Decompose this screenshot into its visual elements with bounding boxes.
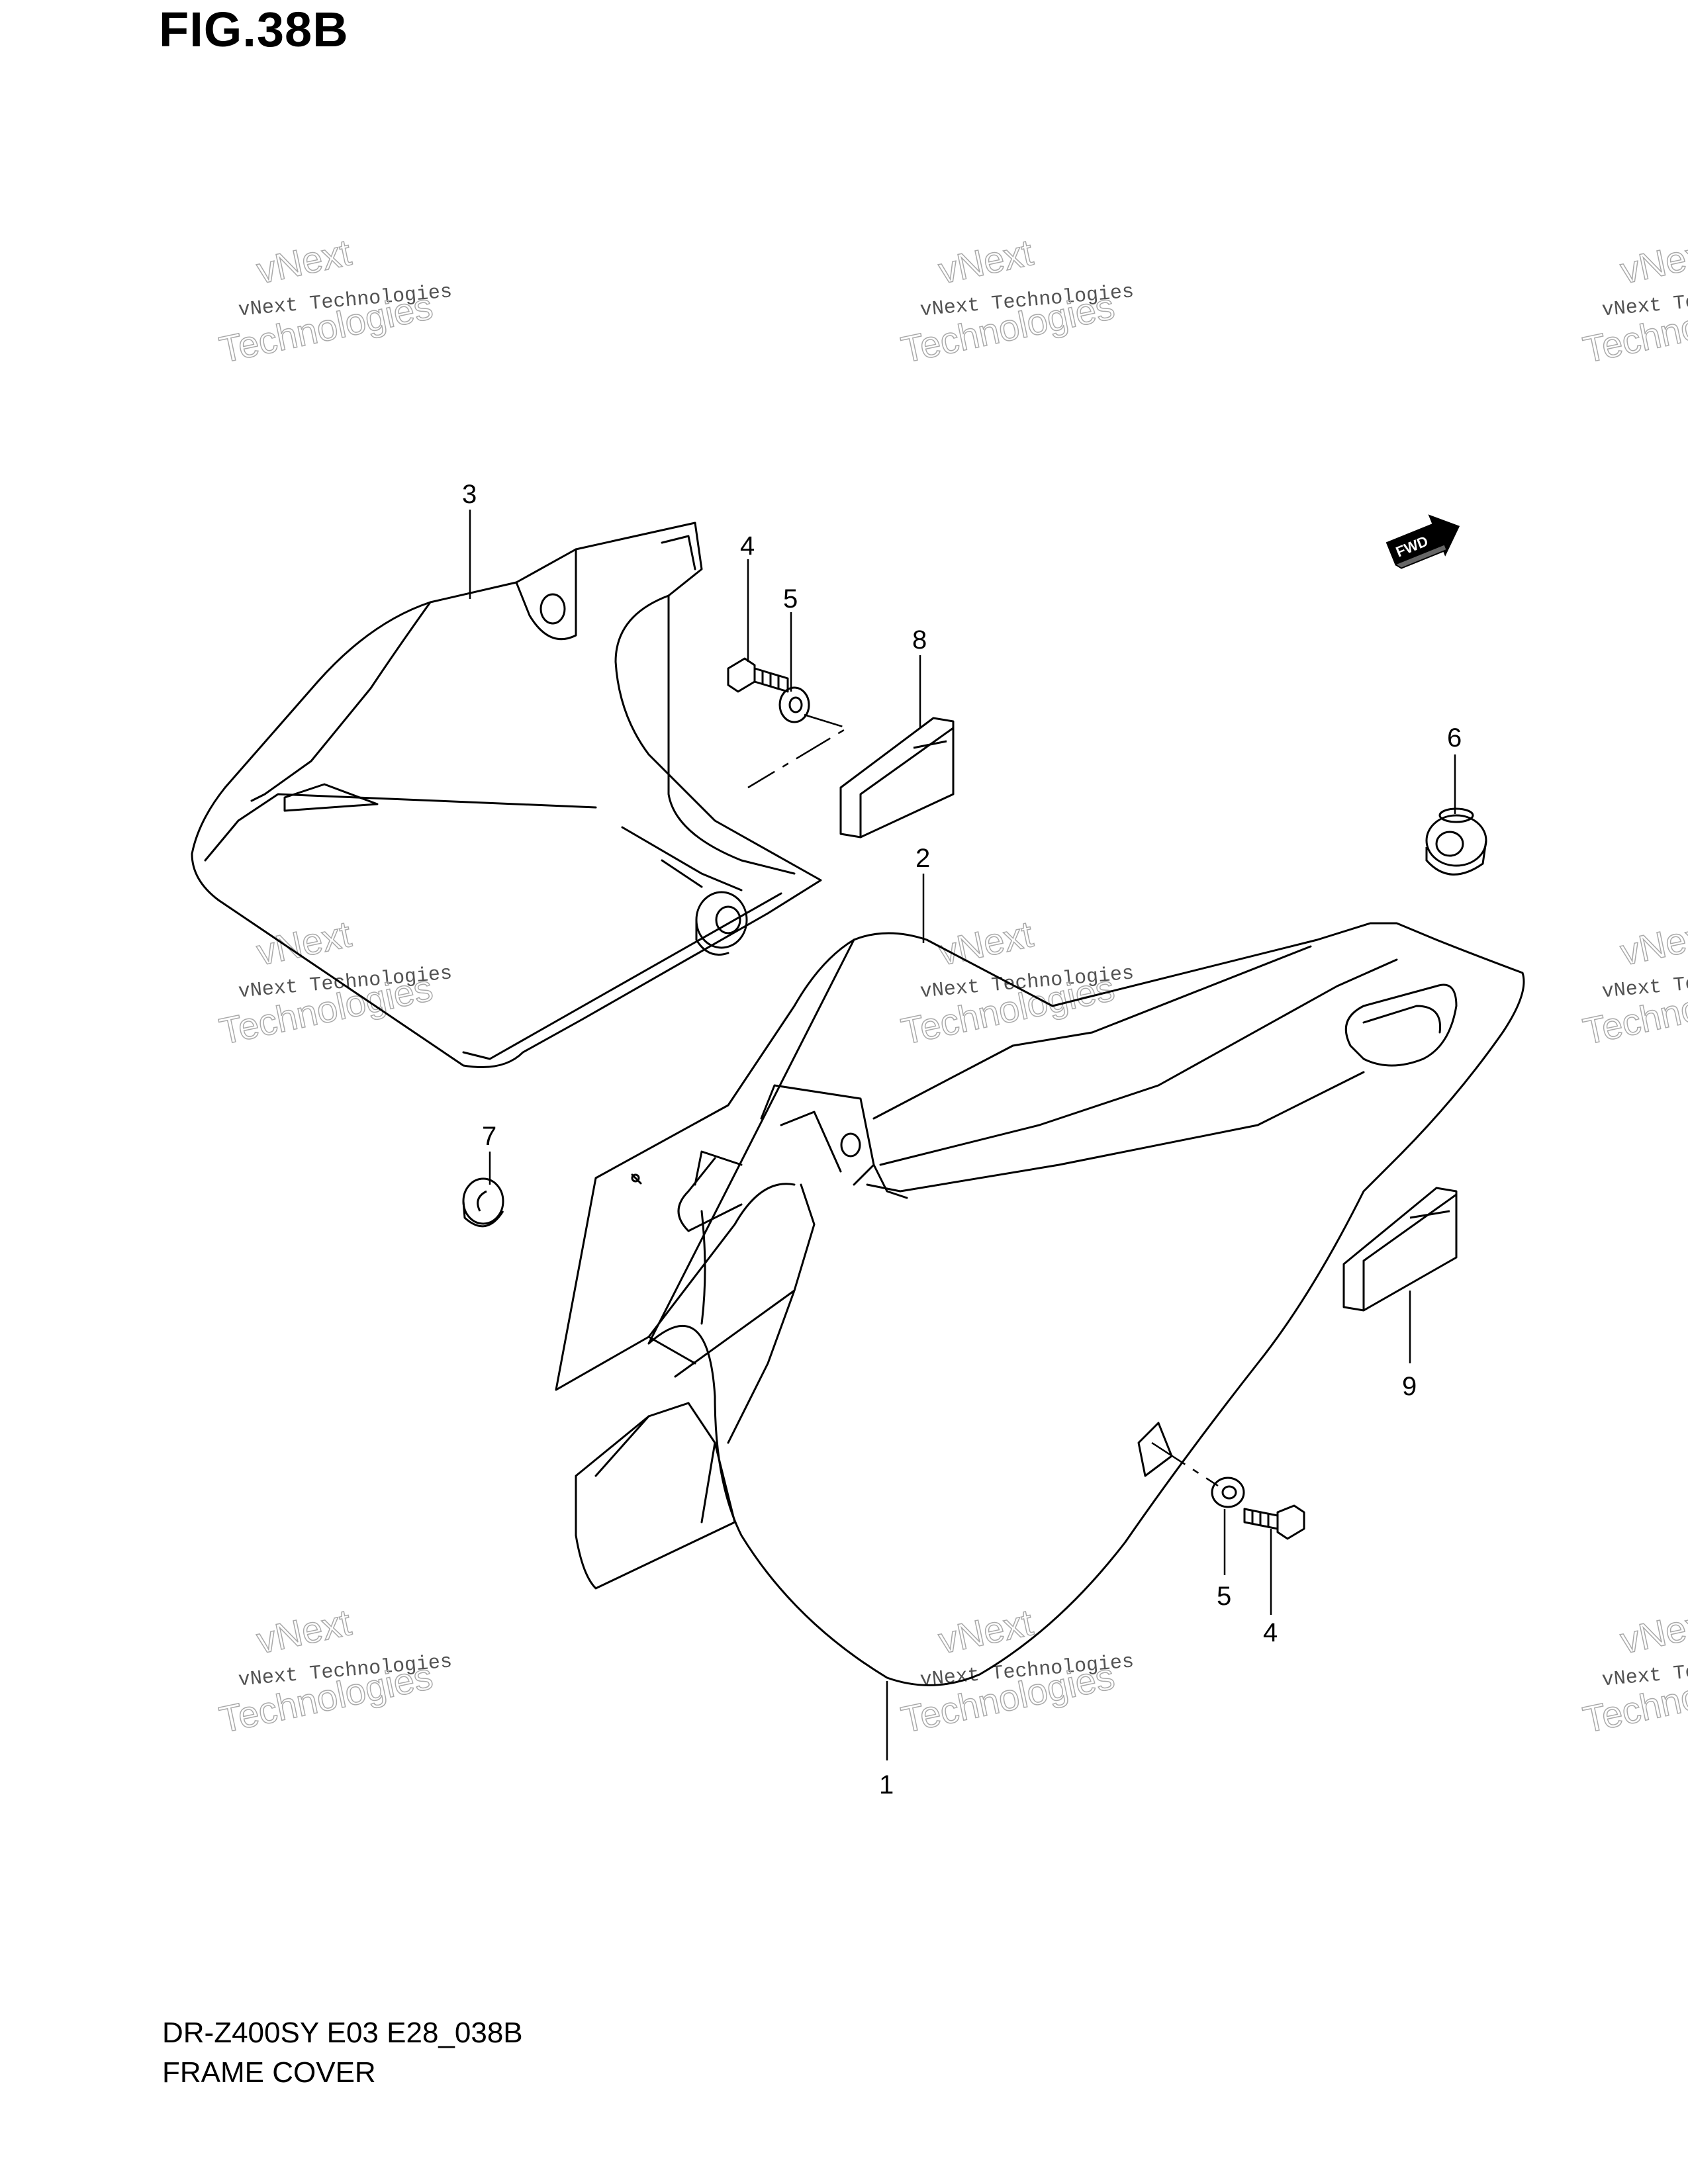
- watermark-word-top: vNext: [1617, 1601, 1688, 1661]
- assembly-lines: [747, 713, 1219, 1487]
- watermark: vNext vNext Technologies Technologies: [1579, 1600, 1688, 1741]
- callout-7: 7: [482, 1122, 496, 1151]
- callout-6: 6: [1447, 723, 1462, 752]
- watermark: vNext vNext Technologies Technologies: [215, 230, 453, 371]
- watermark-word-top: vNext: [1617, 231, 1688, 291]
- part-1-frame-cover[interactable]: [555, 922, 1525, 1686]
- figure-title: FIG.38B: [159, 2, 349, 57]
- part-5-washer-top[interactable]: [778, 686, 810, 723]
- callout-2: 2: [915, 844, 930, 873]
- callout-5-bottom: 5: [1217, 1582, 1231, 1611]
- callout-8: 8: [912, 625, 927, 655]
- leader-lines: [469, 510, 1456, 1760]
- part-5-washer-bottom[interactable]: [1211, 1477, 1245, 1508]
- watermark: vNext vNext Technologies Technologies: [215, 912, 453, 1052]
- watermark-word-top: vNext: [253, 913, 355, 973]
- watermark-word-top: vNext: [253, 231, 355, 291]
- watermark-word-top: vNext: [1617, 913, 1688, 973]
- watermark-word-top: vNext: [253, 1601, 355, 1661]
- watermark-layer: vNext vNext Technologies Technologies vN…: [215, 230, 1688, 1741]
- watermark-word-top: vNext: [935, 913, 1037, 973]
- watermark: vNext vNext Technologies Technologies: [1579, 912, 1688, 1052]
- part-6-grommet[interactable]: [1425, 807, 1487, 876]
- part-3-side-cover[interactable]: [191, 522, 822, 1068]
- watermark: vNext vNext Technologies Technologies: [1579, 230, 1688, 371]
- watermark-word-top: vNext: [935, 1601, 1037, 1661]
- callout-9: 9: [1402, 1372, 1417, 1401]
- watermark: vNext vNext Technologies Technologies: [215, 1600, 453, 1741]
- callout-1: 1: [879, 1770, 894, 1799]
- callout-labels: 3 4 5 8 2 6 7 9 5 4 1: [462, 480, 1462, 1799]
- part-7-grommet[interactable]: [462, 1177, 504, 1228]
- watermark-word-top: vNext: [935, 231, 1037, 291]
- callout-3: 3: [462, 480, 477, 509]
- assembly-name: FRAME COVER: [162, 2056, 376, 2089]
- watermark: vNext vNext Technologies Technologies: [897, 912, 1135, 1052]
- watermark: vNext vNext Technologies Technologies: [897, 1600, 1135, 1741]
- part-4-bolt-bottom[interactable]: [1243, 1504, 1305, 1540]
- watermark: vNext vNext Technologies Technologies: [897, 230, 1135, 371]
- callout-4-bottom: 4: [1263, 1618, 1278, 1647]
- callout-4-top: 4: [740, 531, 755, 561]
- fwd-arrow-icon: FWD: [1385, 514, 1460, 569]
- part-4-bolt-top[interactable]: [727, 657, 789, 693]
- part-9-decal[interactable]: [1342, 1187, 1458, 1312]
- callout-5-top: 5: [783, 584, 798, 614]
- part-8-decal[interactable]: [839, 717, 955, 839]
- model-code: DR-Z400SY E03 E28_038B: [162, 2017, 523, 2049]
